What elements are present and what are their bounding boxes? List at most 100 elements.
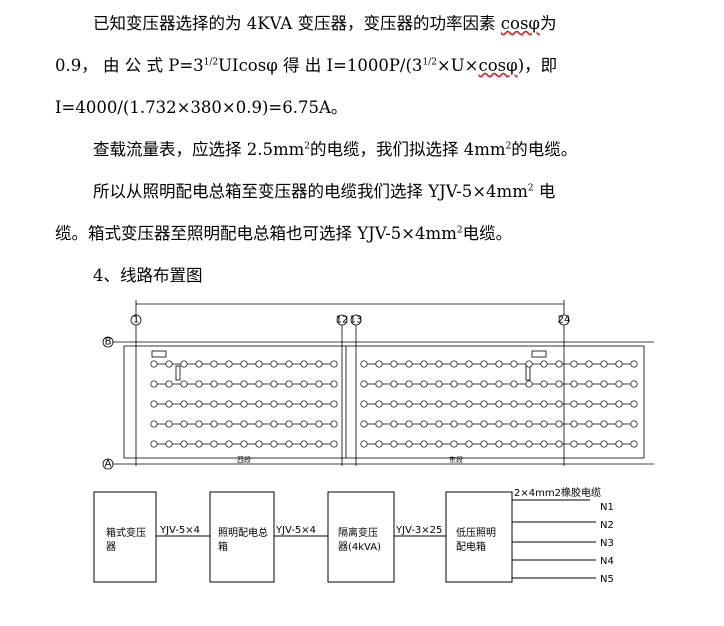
lamp-icon (450, 360, 458, 368)
lamp-icon (570, 420, 578, 428)
lamp-icon (240, 440, 248, 448)
section-label-west: 西段 (237, 455, 251, 464)
text-line-4: 查载流量表，应选择 2.5mm2的电缆，我们拟选择 4mm2的电缆。 (93, 136, 577, 160)
lamp-icon (285, 360, 293, 368)
lamp-icon (495, 420, 503, 428)
lamp-icon (330, 440, 338, 448)
axis-label: 1 (133, 315, 139, 326)
lamp-icon (210, 420, 218, 428)
lamp-icon (570, 400, 578, 408)
lamp-icon (555, 420, 563, 428)
lamp-icon (525, 360, 533, 368)
lamp-icon (390, 400, 398, 408)
lamp-icon (285, 400, 293, 408)
lamp-icon (195, 420, 203, 428)
box-isolation-transformer-label: 器(4kVA) (338, 541, 381, 553)
lamp-icon (525, 400, 533, 408)
text-line-3: I=4000/(1.732×380×0.9)=6.75A。 (55, 98, 348, 117)
lamp-icon (330, 400, 338, 408)
superscript: 2 (527, 183, 534, 194)
lamp-icon (165, 400, 173, 408)
lamp-icon (510, 440, 518, 448)
lamp-icon (600, 420, 608, 428)
lamp-icon (480, 360, 488, 368)
box-main-distribution-label: 照明配电总 (218, 526, 268, 539)
lamp-icon (390, 440, 398, 448)
lamp-icon (240, 420, 248, 428)
box-transformer (93, 491, 157, 583)
lamp-icon (630, 420, 638, 428)
lamp-icon (480, 440, 488, 448)
axis-label: 13 (350, 315, 363, 326)
lamp-icon (270, 400, 278, 408)
lamp-icon (615, 440, 623, 448)
lamp-icon (150, 440, 158, 448)
text-segment: 0.9， 由 公 式 P=3 (55, 56, 204, 75)
lamp-icon (225, 440, 233, 448)
superscript: 1/2 (422, 57, 437, 68)
cable-label: YJV-5×4 (275, 525, 316, 536)
superscript: 2 (456, 225, 463, 236)
lamp-icon (210, 360, 218, 368)
lamp-icon (300, 420, 308, 428)
lamp-icon (270, 420, 278, 428)
lamp-icon (495, 400, 503, 408)
lamp-icon (225, 360, 233, 368)
lamp-icon (615, 420, 623, 428)
lamp-icon (420, 380, 428, 388)
lamp-icon (540, 440, 548, 448)
lamp-icon (615, 400, 623, 408)
lamp-icon (255, 420, 263, 428)
lamp-icon (480, 400, 488, 408)
text-line-2: 0.9， 由 公 式 P=31/2UIcosφ 得 出 I=1000P/(31/… (55, 52, 557, 76)
lamp-icon (420, 400, 428, 408)
cable-label: YJV-3×25 (395, 525, 442, 536)
lamp-icon (240, 380, 248, 388)
text-segment: 电缆。 (462, 224, 513, 243)
text-segment: 已知变压器选择的为 4KVA 变压器，变压器的功率因素 (93, 14, 501, 33)
lamp-icon (150, 400, 158, 408)
output-circuit-label: N1 (600, 502, 614, 513)
lamp-icon (375, 360, 383, 368)
lamp-icon (180, 400, 188, 408)
lamp-icon (540, 380, 548, 388)
lamp-icon (150, 420, 158, 428)
lamp-icon (600, 380, 608, 388)
text-line-1: 已知变压器选择的为 4KVA 变压器，变压器的功率因素 cosφ为 (93, 10, 556, 34)
lamp-icon (240, 360, 248, 368)
cable-out-label: 2×4mm2橡胶电缆 (514, 486, 601, 499)
lamp-icon (600, 400, 608, 408)
lamp-icon (450, 380, 458, 388)
lamp-icon (630, 380, 638, 388)
lamp-icon (270, 380, 278, 388)
cos-phi-term: cosφ (478, 56, 518, 75)
lamp-icon (195, 360, 203, 368)
lamp-icon (390, 380, 398, 388)
lamp-icon (450, 440, 458, 448)
lamp-icon (420, 440, 428, 448)
text-segment: 查载流量表，应选择 2.5mm (93, 140, 305, 159)
lamp-icon (360, 360, 368, 368)
lamp-icon (300, 380, 308, 388)
lamp-icon (465, 420, 473, 428)
text-segment: 电 (533, 182, 556, 201)
box-isolation-transformer-label: 隔离变压 (338, 526, 378, 539)
lamp-icon (585, 380, 593, 388)
lamp-icon (570, 380, 578, 388)
axis-label: B (105, 337, 112, 348)
lamp-icon (510, 420, 518, 428)
lamp-icon (255, 380, 263, 388)
lamp-icon (435, 360, 443, 368)
lamp-icon (525, 420, 533, 428)
text-line-5: 所以从照明配电总箱至变压器的电缆我们选择 YJV-5×4mm2 电 (93, 178, 555, 202)
lamp-icon (405, 360, 413, 368)
lamp-icon (225, 400, 233, 408)
lamp-icon (360, 420, 368, 428)
lamp-icon (555, 380, 563, 388)
lamp-icon (360, 380, 368, 388)
box-transformer-label: 箱式变压 (106, 526, 146, 539)
lamp-icon (225, 380, 233, 388)
lamp-icon (420, 360, 428, 368)
axis-label: 12 (336, 315, 349, 326)
lamp-icon (630, 440, 638, 448)
